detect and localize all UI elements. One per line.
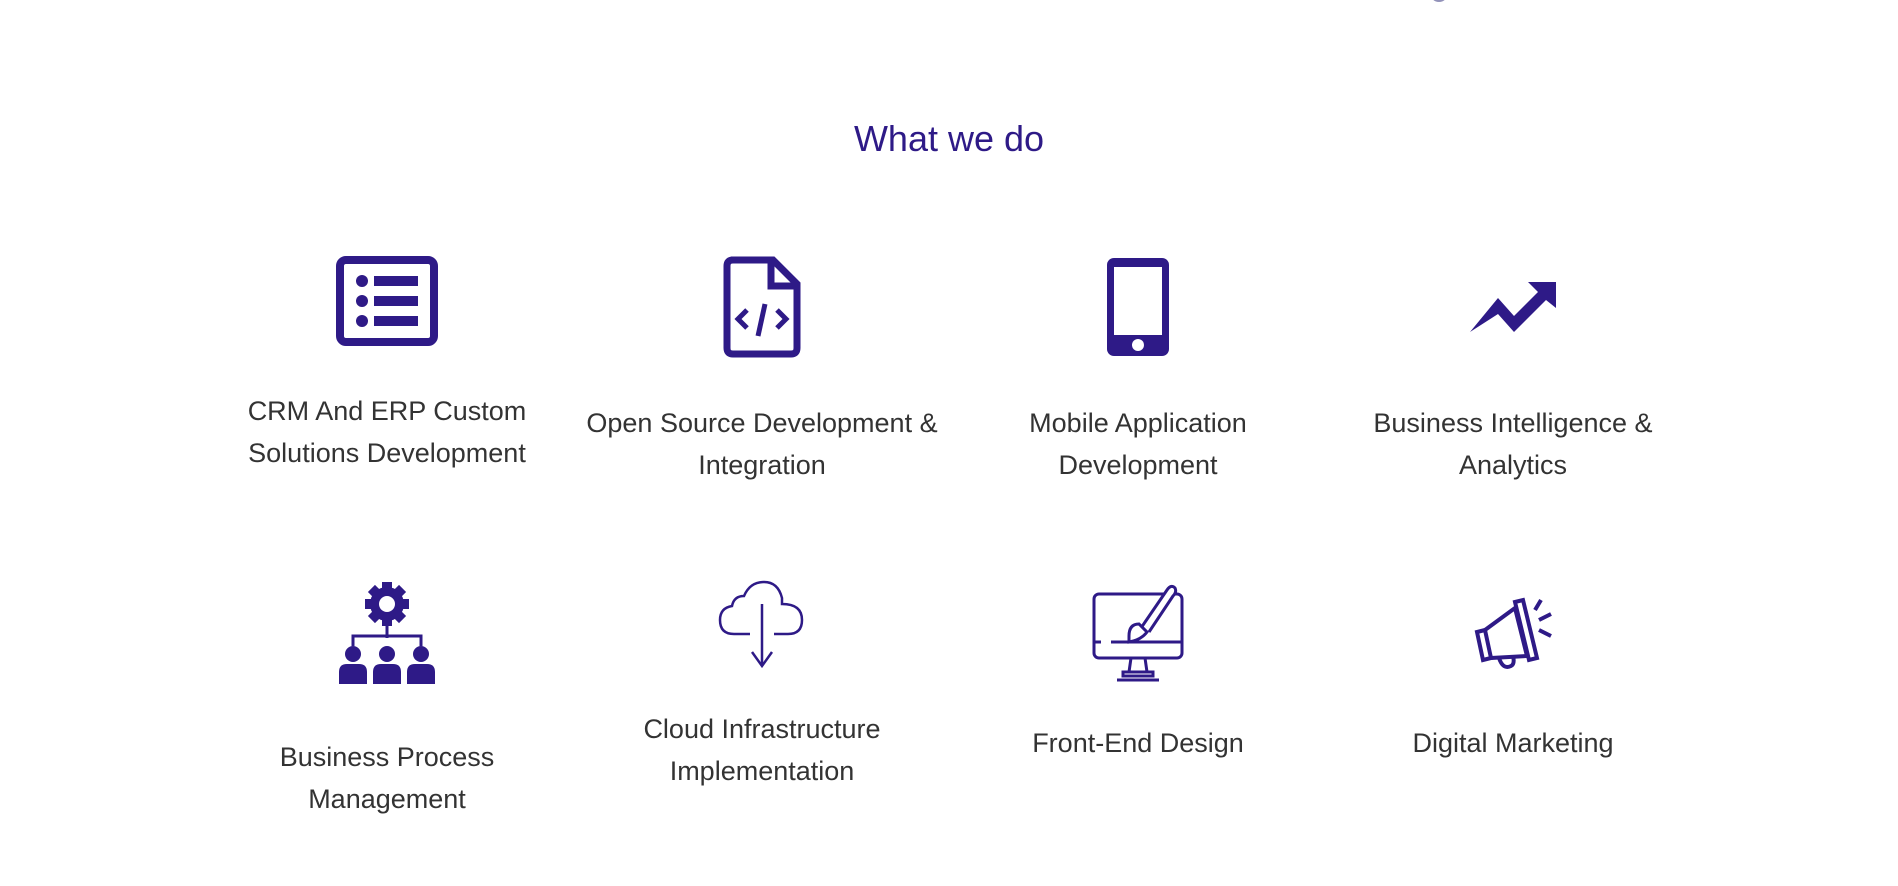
megaphone-icon (1474, 597, 1552, 669)
service-label: Business Process Management (279, 742, 495, 814)
partial-decoration (1430, 0, 1448, 2)
list-icon (336, 256, 438, 346)
code-file-icon (723, 256, 801, 358)
service-open-source[interactable]: Open Source Development & Integration (582, 256, 942, 486)
service-cloud[interactable]: Cloud Infrastructure Implementation (582, 580, 942, 792)
monitor-brush-icon (1092, 584, 1184, 682)
service-label: CRM And ERP Custom Solutions Development (247, 396, 527, 468)
trend-up-icon (1470, 282, 1556, 332)
service-label: Open Source Development & Integration (586, 408, 938, 480)
gear-team-icon (339, 582, 435, 684)
mobile-phone-icon (1107, 258, 1169, 356)
service-mobile[interactable]: Mobile Application Development (958, 256, 1318, 486)
service-label: Digital Marketing (1412, 728, 1614, 758)
service-digital-marketing[interactable]: Digital Marketing (1333, 580, 1693, 764)
service-label: Mobile Application Development (1029, 408, 1247, 480)
section-title: What we do (853, 118, 1045, 159)
service-crm-erp[interactable]: CRM And ERP Custom Solutions Development (207, 256, 567, 474)
service-label: Business Intelligence & Analytics (1373, 408, 1653, 480)
service-bi[interactable]: Business Intelligence & Analytics (1333, 256, 1693, 486)
service-label: Front-End Design (1032, 728, 1244, 758)
service-front-end[interactable]: Front-End Design (958, 580, 1318, 764)
service-label: Cloud Infrastructure Implementation (643, 714, 881, 786)
cloud-download-icon (718, 580, 804, 669)
service-bpm[interactable]: Business Process Management (207, 580, 567, 820)
